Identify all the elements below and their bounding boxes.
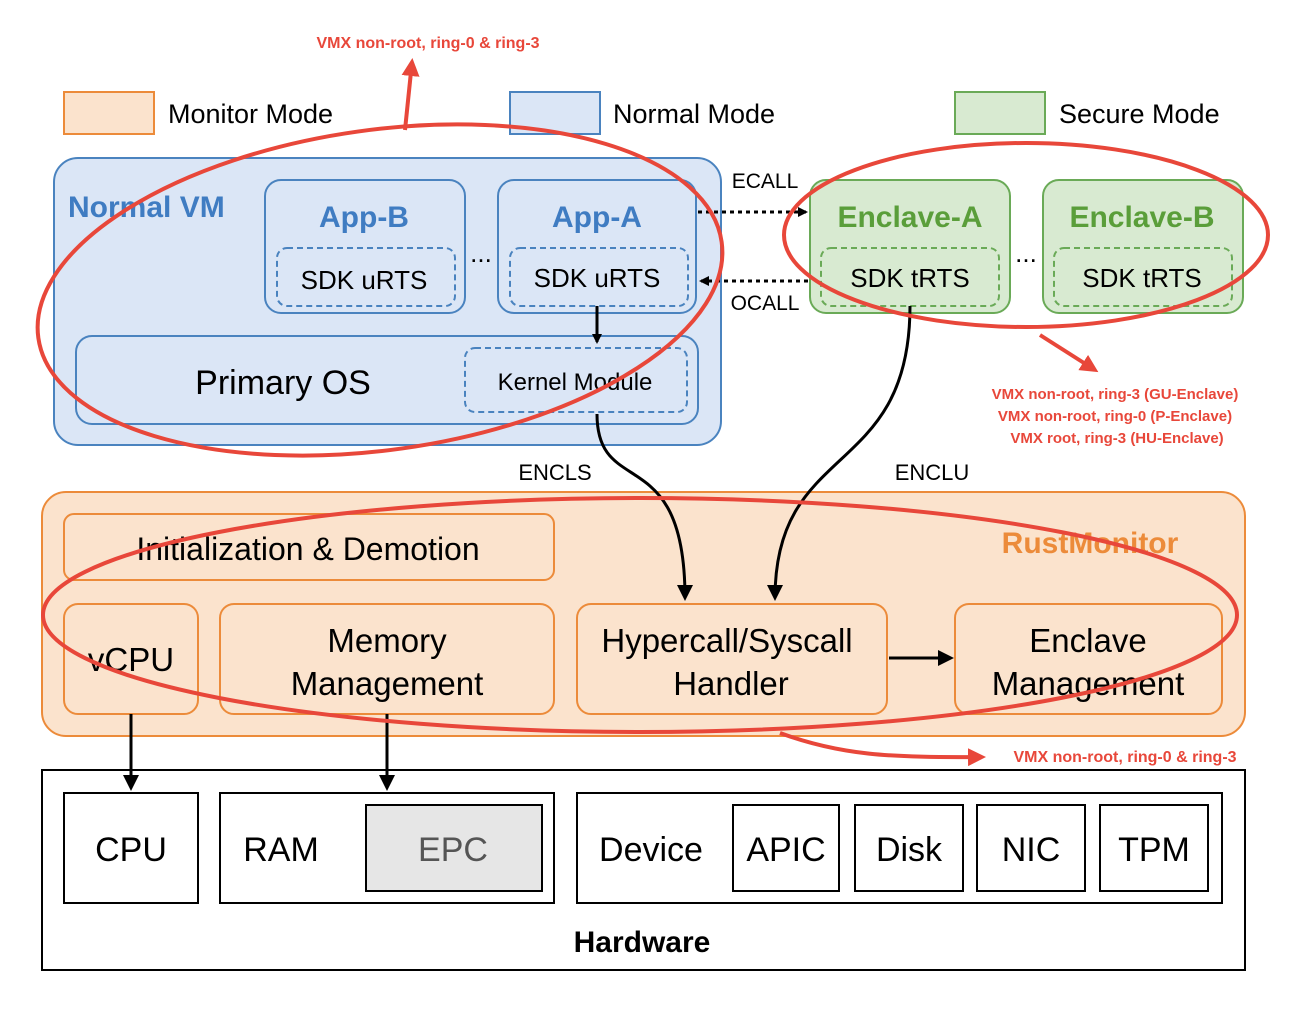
enclave-a-title: Enclave-A [837, 201, 982, 234]
hypercall-handler-box [576, 603, 888, 715]
enclave-management-line2: Management [992, 665, 1185, 702]
cpu-box [63, 792, 199, 904]
ram-label: RAM [243, 831, 319, 869]
enclave-management-line1: Enclave [1029, 622, 1146, 659]
app-b-box [264, 179, 466, 314]
disk-box [854, 804, 964, 892]
nic-box [976, 804, 1086, 892]
enclaves-ellipsis: ... [1015, 238, 1037, 268]
enclave-annotation-line3: VMX root, ring-3 (HU-Enclave) [1010, 430, 1223, 447]
hypercall-handler-line2: Handler [673, 665, 789, 702]
app-a-urts-label: SDK uRTS [534, 263, 661, 293]
device-label: Device [599, 831, 703, 869]
cpu-label: CPU [95, 831, 167, 869]
tpm-label: TPM [1118, 831, 1190, 869]
enclave-annotation-arrow [1038, 333, 1099, 373]
enclave-a-trts-label: SDK tRTS [850, 263, 969, 293]
enclave-management-box [954, 603, 1223, 715]
init-demotion-box [63, 513, 555, 581]
disk-label: Disk [876, 831, 943, 869]
flow-arrows: ENCLS ENCLU [123, 305, 970, 791]
vcpu-label: vCPU [88, 641, 174, 678]
normal-vm-ellipse [35, 122, 725, 458]
nic-label: NIC [1002, 831, 1061, 869]
encls-label: ENCLS [518, 460, 591, 485]
app-a-urts-box [509, 247, 689, 307]
rustmonitor: RustMonitor Initialization & Demotion vC… [41, 491, 1246, 737]
app-b-title: App-B [319, 201, 409, 234]
init-demotion-label: Initialization & Demotion [136, 531, 479, 567]
enclu-label: ENCLU [895, 460, 970, 485]
enclave-b-title: Enclave-B [1069, 201, 1214, 234]
epc-box [365, 804, 543, 892]
app-a-box [497, 179, 697, 314]
apps-ellipsis: ... [470, 238, 492, 268]
legend-normal-label: Normal Mode [613, 99, 775, 129]
hypercall-handler-line1: Hypercall/Syscall [601, 622, 852, 659]
monitor-annotation-label: VMX non-root, ring-0 & ring-3 [1013, 749, 1236, 766]
encls-arrow [595, 413, 693, 601]
enclave-b-trts-box [1053, 247, 1233, 307]
normal-vm: Normal VM App-B SDK uRTS ... App-A SDK u… [53, 157, 722, 446]
legend: Monitor Mode Normal Mode Secure Mode [63, 91, 1220, 135]
hardware: Hardware CPU RAM EPC Device APIC Disk NI… [41, 769, 1246, 971]
legend-monitor-label: Monitor Mode [168, 99, 333, 129]
top-annotation-label: VMX non-root, ring-0 & ring-3 [316, 35, 539, 52]
ocall-label: OCALL [731, 292, 800, 315]
legend-secure-label: Secure Mode [1059, 99, 1220, 129]
enclu-arrow [767, 305, 912, 601]
legend-monitor-swatch [63, 91, 155, 135]
enclaves-ellipse [782, 141, 1270, 329]
primary-os-box [75, 335, 699, 425]
ecall-label: ECALL [732, 170, 799, 193]
memory-management-line1: Memory [327, 622, 447, 659]
tpm-box [1099, 804, 1209, 892]
enclave-annotation-line1: VMX non-root, ring-3 (GU-Enclave) [992, 386, 1239, 403]
enclave-a-trts-box [820, 247, 1000, 307]
legend-secure-swatch [954, 91, 1046, 135]
enclaves: Enclave-A SDK tRTS ... Enclave-B SDK tRT… [809, 179, 1244, 314]
enclave-b-trts-label: SDK tRTS [1082, 263, 1201, 293]
memory-management-line2: Management [291, 665, 484, 702]
apic-label: APIC [746, 831, 825, 869]
app-b-urts-box [276, 247, 456, 307]
app-b-urts-label: SDK uRTS [301, 265, 428, 295]
enclave-b-box [1042, 179, 1244, 314]
kernel-module-box [464, 347, 688, 413]
annotations: VMX non-root, ring-0 & ring-3 VMX non-ro… [35, 35, 1270, 767]
hardware-title: Hardware [574, 926, 711, 959]
monitor-annotation-arrow [779, 731, 986, 767]
monitor-ellipse [41, 496, 1239, 734]
app-a-title: App-A [552, 201, 642, 234]
epc-label: EPC [418, 831, 488, 869]
call-arrows: ECALL OCALL [698, 170, 808, 315]
apic-box [732, 804, 840, 892]
enclave-annotation-line2: VMX non-root, ring-0 (P-Enclave) [998, 408, 1232, 425]
top-annotation-arrow [401, 58, 420, 131]
primary-os-label: Primary OS [195, 364, 371, 402]
